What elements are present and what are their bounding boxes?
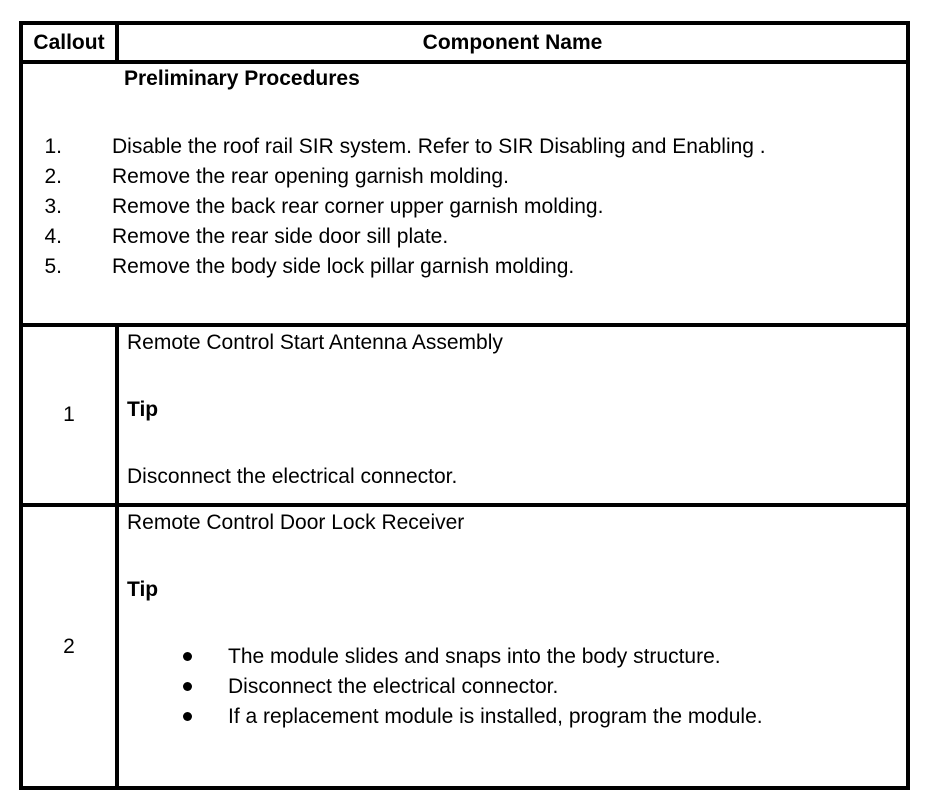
bullet-text: The module slides and snaps into the bod… <box>228 645 721 668</box>
preliminary-step: 5. Remove the body side lock pillar garn… <box>23 252 906 282</box>
preliminary-steps: 1. Disable the roof rail SIR system. Ref… <box>23 132 906 282</box>
step-text: Remove the rear side door sill plate. <box>112 225 449 248</box>
step-number: 2. <box>44 165 62 188</box>
preliminary-step: 3. Remove the back rear corner upper gar… <box>23 192 906 222</box>
bullet-text: If a replacement module is installed, pr… <box>228 705 763 728</box>
bullet-item: The module slides and snaps into the bod… <box>127 642 900 672</box>
step-number: 4. <box>44 225 62 248</box>
bullet-item: If a replacement module is installed, pr… <box>127 702 900 732</box>
step-number: 1. <box>44 135 62 158</box>
preliminary-title: Preliminary Procedures <box>124 67 360 90</box>
tip-label: Tip <box>127 398 159 421</box>
preliminary-step: 2. Remove the rear opening garnish moldi… <box>23 162 906 192</box>
bullet-icon <box>183 652 192 661</box>
component-cell-2: Remote Control Door Lock Receiver Tip Th… <box>119 507 906 786</box>
preliminary-step: 4. Remove the rear side door sill plate. <box>23 222 906 252</box>
step-text: Remove the body side lock pillar garnish… <box>112 255 575 278</box>
component-name: Remote Control Start Antenna Assembly <box>127 331 503 354</box>
component-table: Callout Component Name Preliminary Proce… <box>19 21 910 790</box>
header-component-name: Component Name <box>119 25 906 64</box>
callout-cell-1: 1 <box>23 327 119 507</box>
tip-bullet-list: The module slides and snaps into the bod… <box>127 642 900 732</box>
callout-cell-2: 2 <box>23 507 119 786</box>
component-name: Remote Control Door Lock Receiver <box>127 511 465 534</box>
header-callout: Callout <box>23 25 119 64</box>
bullet-icon <box>183 712 192 721</box>
preliminary-step: 1. Disable the roof rail SIR system. Ref… <box>23 132 906 162</box>
step-number: 3. <box>44 195 62 218</box>
tip-label: Tip <box>127 578 159 601</box>
preliminary-procedures-cell: Preliminary Procedures 1. Disable the ro… <box>23 64 906 327</box>
bullet-icon <box>183 682 192 691</box>
step-text: Disable the roof rail SIR system. Refer … <box>112 135 766 158</box>
note-text: Disconnect the electrical connector. <box>127 465 458 488</box>
bullet-text: Disconnect the electrical connector. <box>228 675 559 698</box>
step-number: 5. <box>44 255 62 278</box>
component-cell-1: Remote Control Start Antenna Assembly Ti… <box>119 327 906 507</box>
bullet-item: Disconnect the electrical connector. <box>127 672 900 702</box>
step-text: Remove the back rear corner upper garnis… <box>112 195 604 218</box>
step-text: Remove the rear opening garnish molding. <box>112 165 509 188</box>
